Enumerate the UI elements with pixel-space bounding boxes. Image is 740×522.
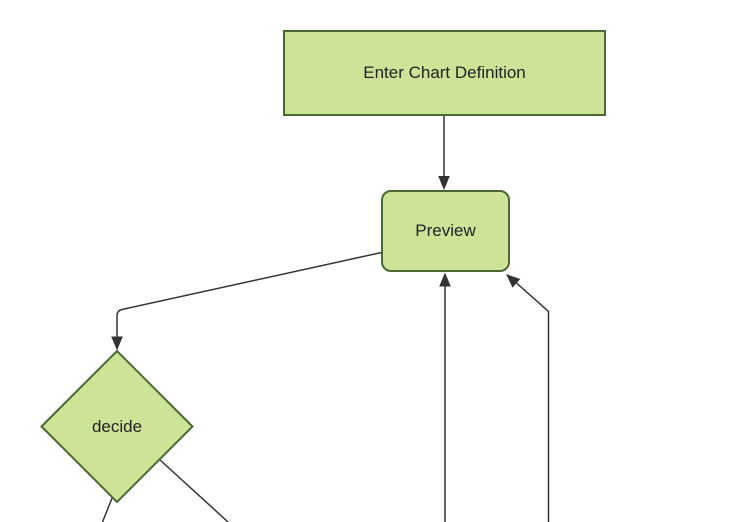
edge-bottom-right-to-preview-arrowhead-icon (506, 274, 521, 288)
node-preview-label: Preview (415, 221, 476, 240)
edge-bottom-right-to-preview-line (516, 282, 550, 522)
node-decide-shape (40, 349, 194, 504)
edge-preview-to-decide-line (116, 251, 382, 338)
edge-preview-to-decide-arrowhead-icon (111, 336, 123, 351)
node-enter-chart-definition: Enter Chart Definition (283, 30, 606, 116)
edge-bottom-to-preview-arrowhead-icon (439, 272, 451, 287)
node-preview: Preview (381, 190, 510, 272)
edge-enter-to-preview-arrowhead-icon (438, 176, 450, 190)
node-decide-label: decide (91, 417, 143, 436)
edge-decide-to-offscreen-right-line (158, 458, 229, 522)
edge-decide-to-offscreen-left-line (101, 496, 114, 522)
node-enter-chart-definition-label: Enter Chart Definition (363, 63, 526, 82)
